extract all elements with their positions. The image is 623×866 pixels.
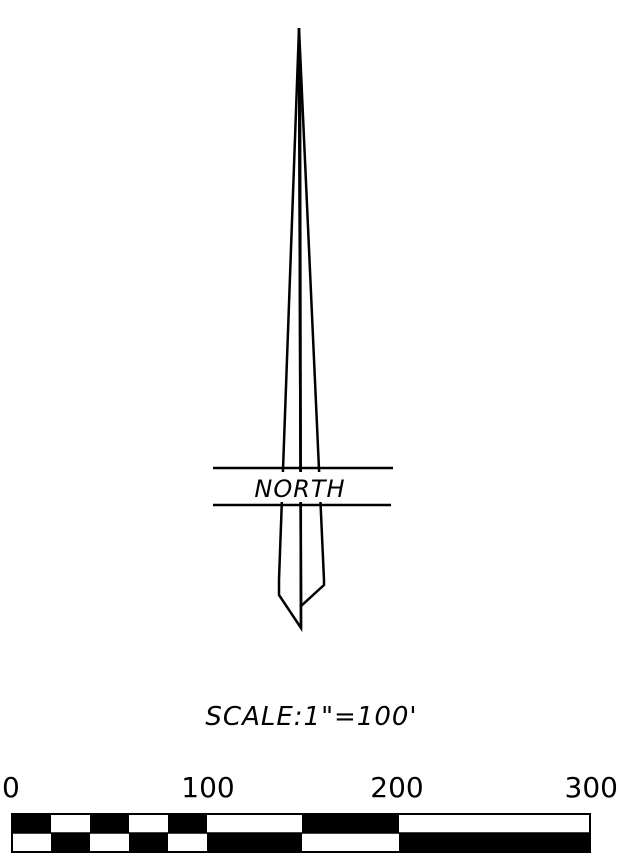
scale-segment xyxy=(51,833,90,852)
scale-label: SCALE:1"=100' xyxy=(205,702,418,732)
north-arrow xyxy=(277,27,326,633)
north-label: NORTH xyxy=(254,475,346,503)
scale-tick-label: 100 xyxy=(181,771,235,804)
scale-segment xyxy=(129,833,168,852)
scale-segment xyxy=(90,814,129,833)
scale-segment xyxy=(12,814,51,833)
scale-segment xyxy=(168,814,207,833)
scale-tick-label: 300 xyxy=(564,771,618,804)
scale-tick-label: 200 xyxy=(370,771,424,804)
scale-segment xyxy=(207,833,302,852)
scale-tick-label: 0 xyxy=(2,771,20,804)
north-arrow-left-half xyxy=(277,27,303,633)
north-arrow-shaft xyxy=(298,59,303,629)
scale-segment xyxy=(399,833,590,852)
north-label-background xyxy=(250,472,355,502)
north-arrow-right-half xyxy=(297,27,326,609)
scale-segment xyxy=(302,814,399,833)
scale-bar xyxy=(11,813,591,853)
